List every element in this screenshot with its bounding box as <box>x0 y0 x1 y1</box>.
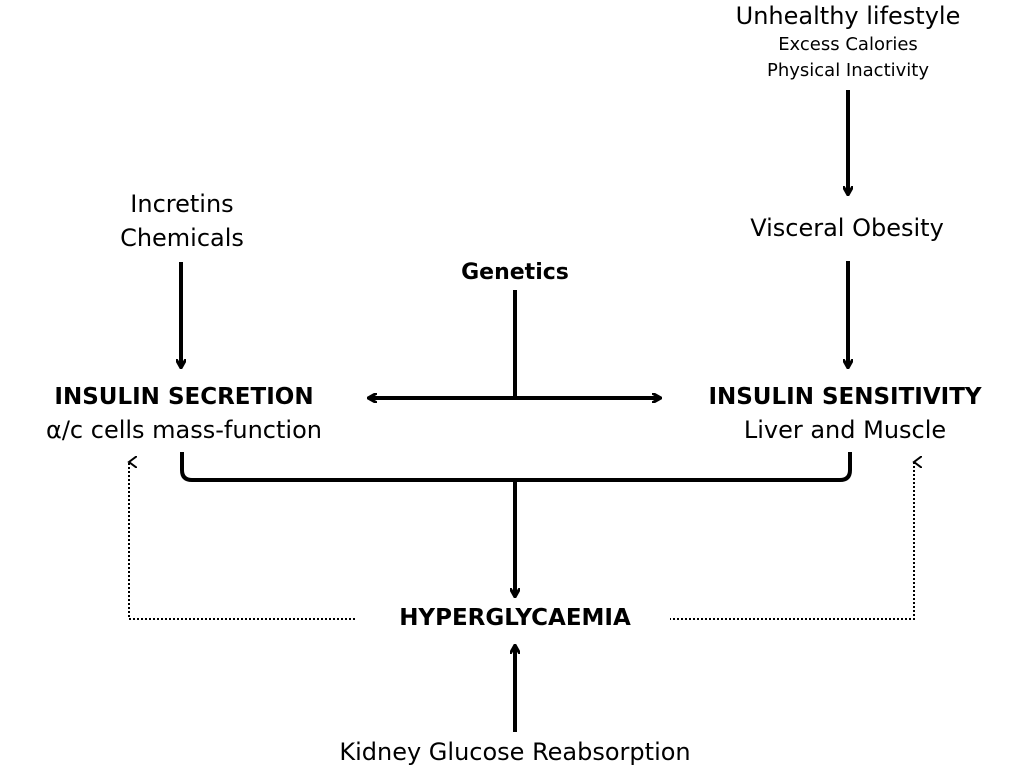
hyperglycaemia-label: HYPERGLYCAEMIA <box>360 607 670 630</box>
chemicals-label: Chemicals <box>120 224 244 252</box>
convergence-bracket <box>180 452 852 482</box>
insulin-sensitivity-block: INSULIN SENSITIVITY Liver and Muscle <box>680 384 1010 444</box>
lifestyle-block: Unhealthy lifestyle Excess Calories Phys… <box>700 4 996 80</box>
genetics-label: Genetics <box>461 260 569 285</box>
insulin-secretion-subtitle: α/c cells mass-function <box>46 416 322 444</box>
incretins-block: Incretins Chemicals <box>100 192 264 250</box>
kidney-reabsorption-label: Kidney Glucose Reabsorption <box>339 738 691 766</box>
lifestyle-title: Unhealthy lifestyle <box>735 2 961 30</box>
insulin-sensitivity-subtitle: Liver and Muscle <box>743 416 947 444</box>
incretins-label: Incretins <box>130 190 234 218</box>
lifestyle-item-inactivity: Physical Inactivity <box>766 60 929 81</box>
feedback-to-secretion <box>129 462 355 620</box>
visceral-obesity-label: Visceral Obesity <box>750 214 944 242</box>
insulin-sensitivity-title: INSULIN SENSITIVITY <box>708 384 982 410</box>
insulin-secretion-title: INSULIN SECRETION <box>54 384 314 410</box>
insulin-secretion-block: INSULIN SECRETION α/c cells mass-functio… <box>0 384 368 444</box>
lifestyle-item-calories: Excess Calories <box>778 34 918 55</box>
feedback-to-sensitivity <box>665 462 914 620</box>
